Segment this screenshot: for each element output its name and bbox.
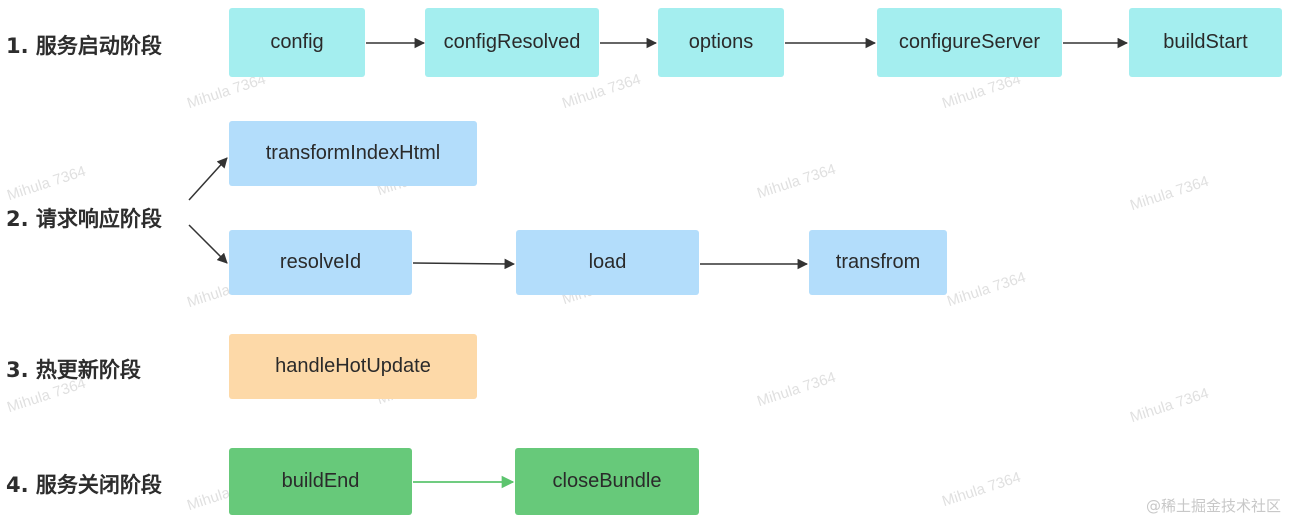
node-resolveid: resolveId — [229, 230, 412, 295]
node-configureserver: configureServer — [877, 8, 1062, 77]
stage-label-hot-update: 3. 热更新阶段 — [6, 358, 141, 382]
node-transformindexhtml: transformIndexHtml — [229, 121, 477, 186]
arrow-stage2-to-transformindexhtml — [188, 157, 228, 201]
node-buildstart: buildStart — [1129, 8, 1282, 77]
site-credit: @稀土掘金技术社区 — [1145, 497, 1281, 515]
node-handlehotupdate: handleHotUpdate — [229, 334, 477, 399]
arrow-resolveid-to-load — [412, 258, 516, 270]
node-config: config — [229, 8, 365, 77]
stage-label-shutdown: 4. 服务关闭阶段 — [6, 473, 162, 497]
node-buildend: buildEnd — [229, 448, 412, 515]
node-closebundle: closeBundle — [515, 448, 699, 515]
node-configresolved: configResolved — [425, 8, 599, 77]
arrow-stage2-to-resolveid — [188, 224, 228, 264]
node-load: load — [516, 230, 699, 295]
stage-label-startup: 1. 服务启动阶段 — [6, 34, 162, 58]
stage-label-request: 2. 请求响应阶段 — [6, 207, 162, 231]
node-options: options — [658, 8, 784, 77]
node-transfrom: transfrom — [809, 230, 947, 295]
